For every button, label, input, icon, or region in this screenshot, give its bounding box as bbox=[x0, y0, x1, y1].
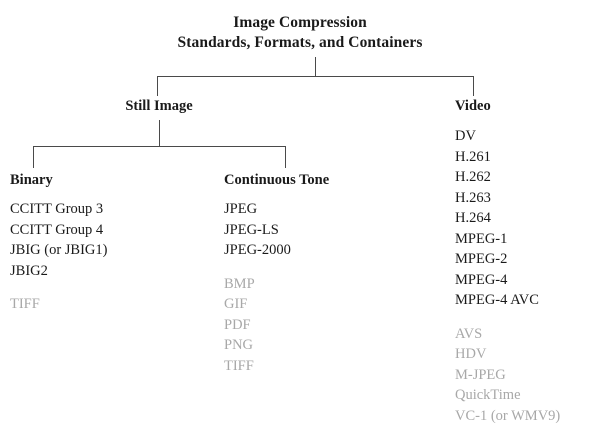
list-item: MPEG-1 bbox=[455, 230, 508, 247]
list-item: M-JPEG bbox=[455, 366, 506, 383]
connector-to-continuous-tone bbox=[285, 146, 286, 168]
connector-to-video bbox=[473, 76, 474, 96]
list-item: MPEG-4 AVC bbox=[455, 292, 539, 308]
list-item: TIFF bbox=[224, 357, 254, 374]
list-item: PDF bbox=[224, 316, 251, 333]
list-item: JBIG (or JBIG1) bbox=[10, 242, 108, 258]
list-item: PNG bbox=[224, 337, 254, 353]
connector-to-still-image bbox=[157, 76, 158, 96]
list-item: JPEG-2000 bbox=[224, 242, 291, 258]
list-item: TIFF bbox=[10, 296, 40, 312]
list-item: H.261 bbox=[455, 148, 491, 165]
list-item: JPEG-LS bbox=[224, 221, 279, 238]
list-item: MPEG-4 bbox=[455, 271, 508, 288]
list-binary-formats: CCITT Group 3 CCITT Group 4 JBIG (or JBIG1… bbox=[10, 199, 107, 315]
page-title: Image Compression Standards, Formats, an… bbox=[0, 13, 600, 53]
list-item: JPEG bbox=[224, 201, 258, 217]
node-binary: Binary bbox=[10, 172, 53, 188]
list-item: H.263 bbox=[455, 189, 491, 206]
connector-still-image-stem bbox=[159, 120, 160, 146]
list-item: H.264 bbox=[455, 210, 491, 226]
list-item: MPEG-2 bbox=[455, 251, 508, 267]
connector-level2-bar bbox=[157, 76, 474, 77]
node-still-image: Still Image bbox=[125, 98, 193, 114]
connector-level3-bar bbox=[33, 146, 286, 147]
list-item: CCITT Group 4 bbox=[10, 221, 104, 238]
list-item: VC-1 (or WMV9) bbox=[455, 407, 561, 424]
node-video: Video bbox=[455, 98, 491, 114]
connector-to-binary bbox=[33, 146, 34, 168]
list-item: BMP bbox=[224, 275, 255, 292]
list-item: H.262 bbox=[455, 169, 491, 185]
list-item: GIF bbox=[224, 296, 248, 312]
list-item: HDV bbox=[455, 346, 487, 362]
list-item: AVS bbox=[455, 325, 483, 342]
node-continuous-tone: Continuous Tone bbox=[224, 172, 330, 188]
list-item: JBIG2 bbox=[10, 262, 48, 279]
title-line-1: Image Compression bbox=[233, 14, 367, 31]
list-item: QuickTime bbox=[455, 387, 521, 403]
connector-root-stem bbox=[315, 57, 316, 76]
title-line-2: Standards, Formats, and Containers bbox=[177, 34, 423, 51]
list-item: DV bbox=[455, 128, 476, 144]
list-item: CCITT Group 3 bbox=[10, 201, 104, 217]
